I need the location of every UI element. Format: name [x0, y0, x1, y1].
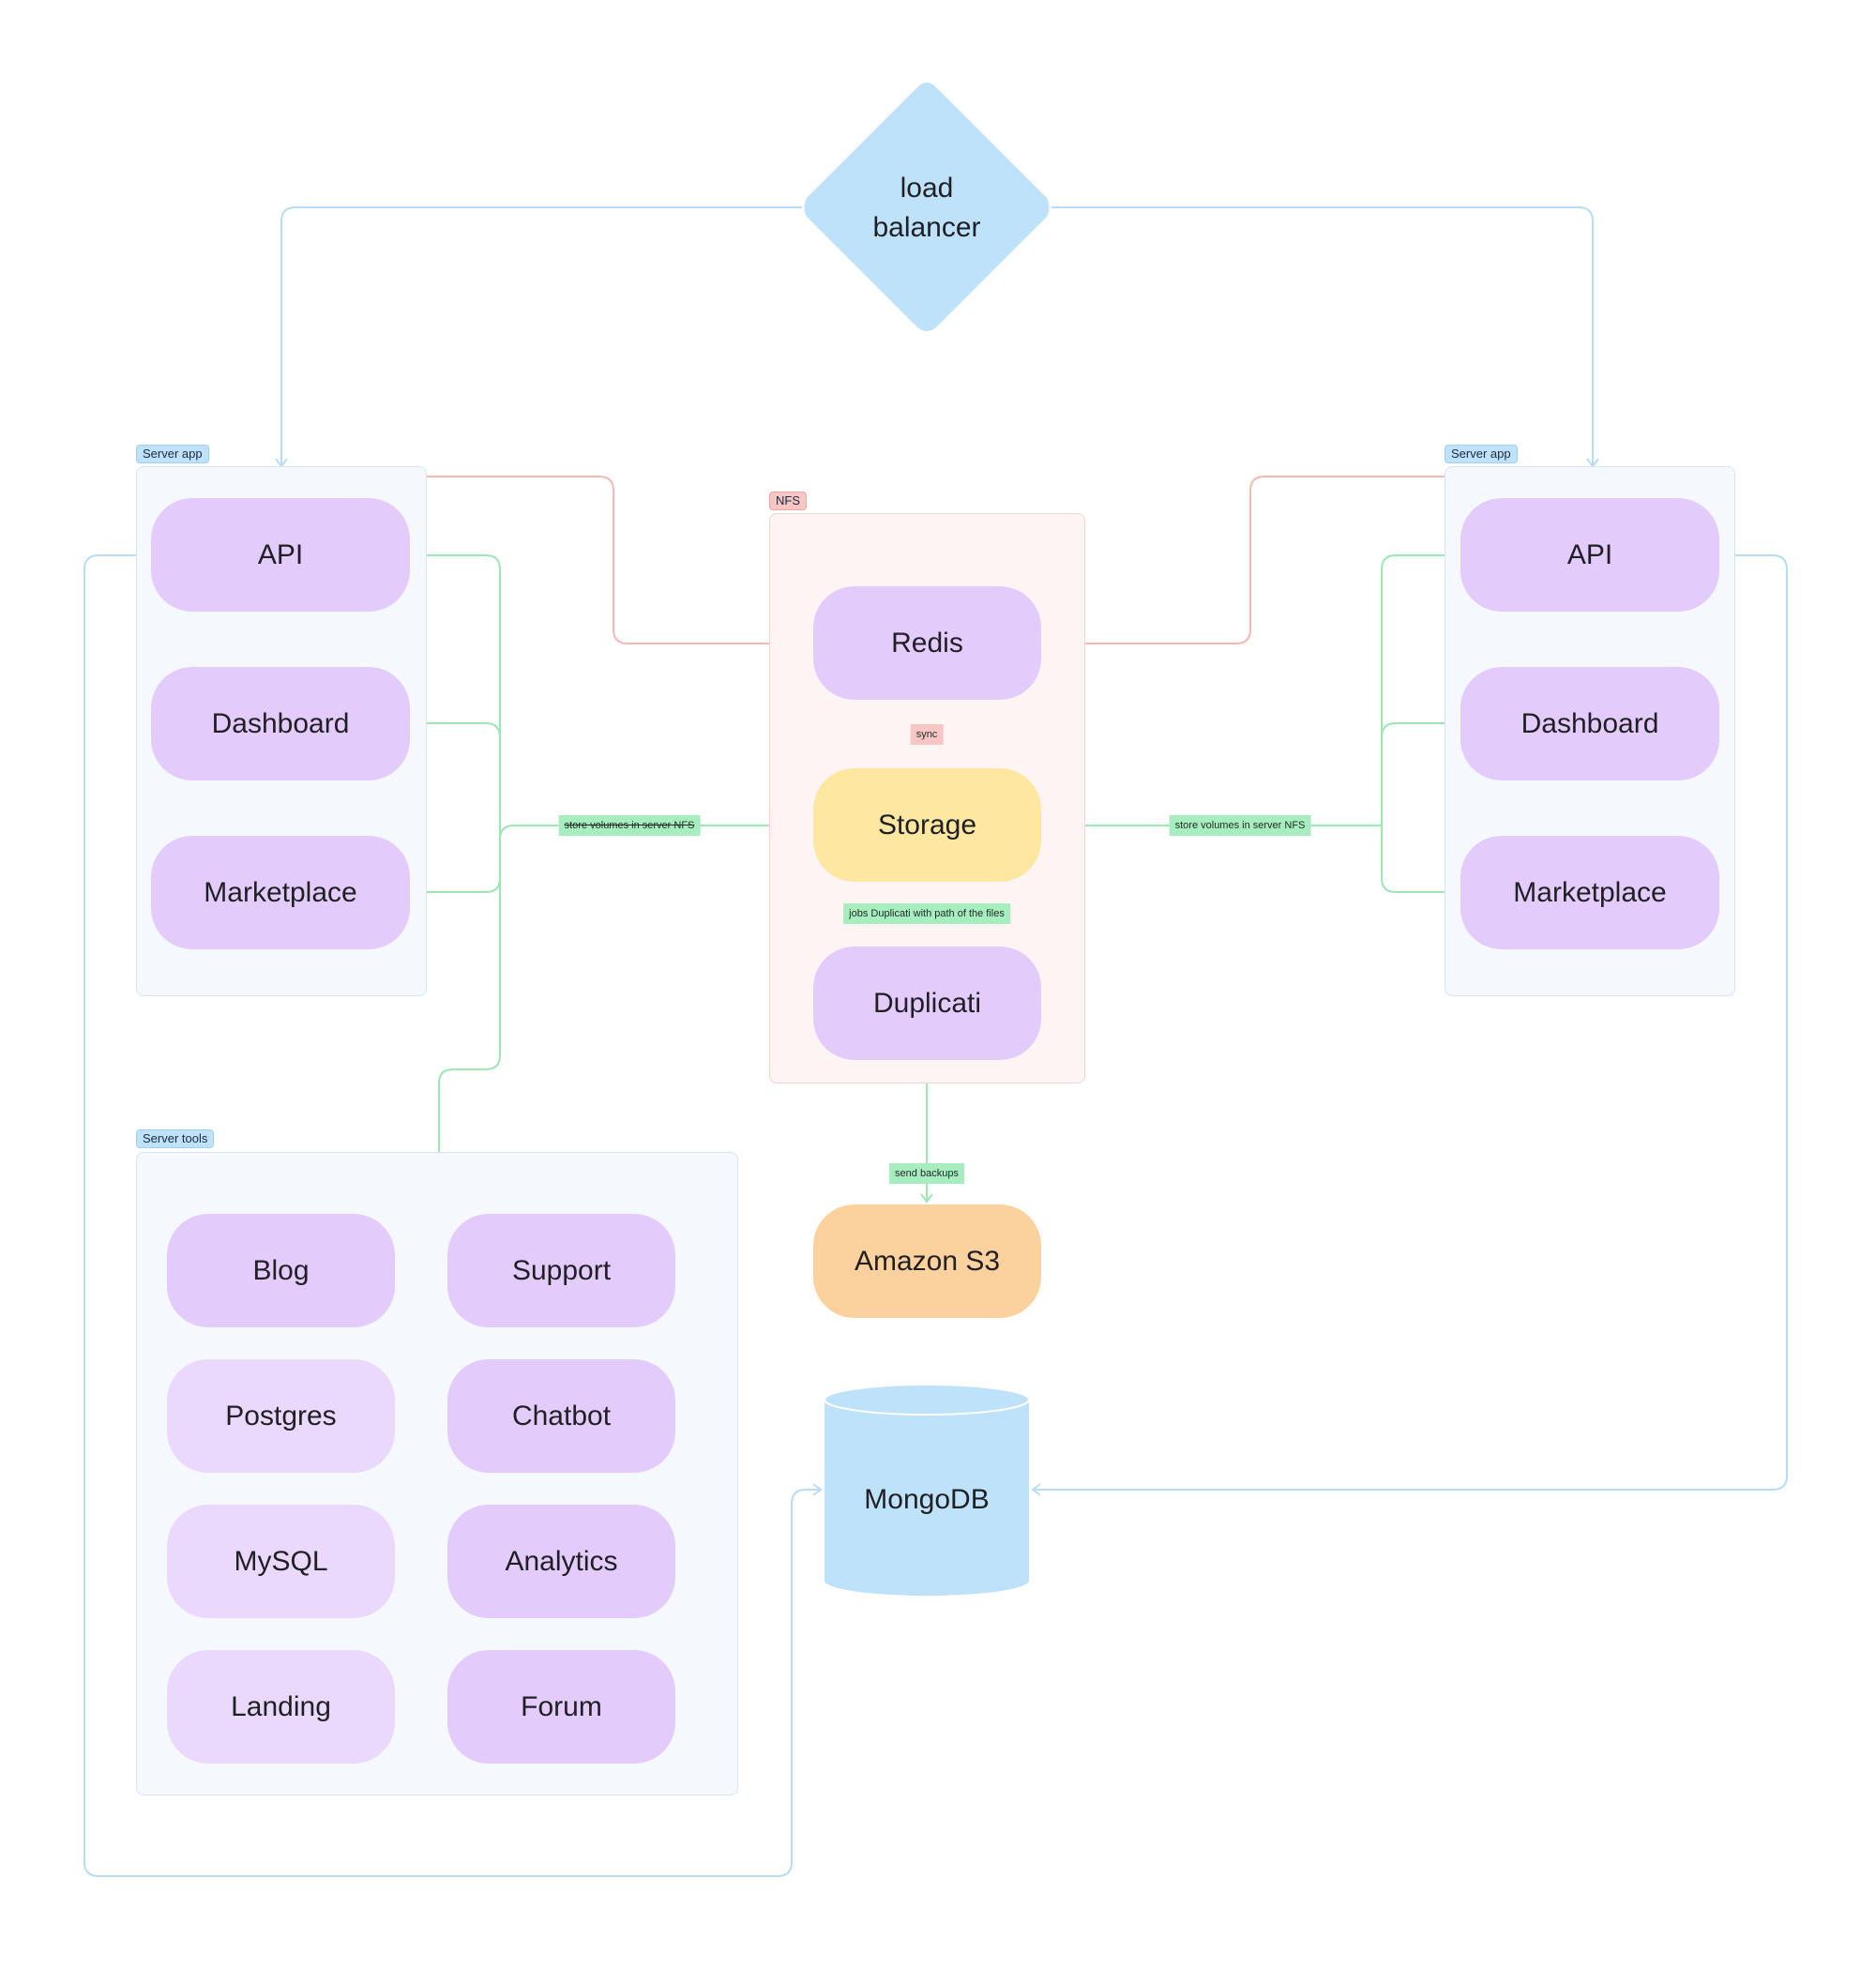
edge-label-send-backups: send backups: [889, 1163, 964, 1184]
mysql-node[interactable]: MySQL: [167, 1505, 395, 1618]
amazon-s3-node[interactable]: Amazon S3: [813, 1204, 1041, 1318]
edge-left-api-mongodb: [83, 554, 823, 1877]
chatbot-node[interactable]: Chatbot: [447, 1359, 675, 1473]
left-dashboard-node[interactable]: Dashboard: [151, 667, 410, 780]
mongodb-shape: [824, 1384, 1030, 1596]
edge-label-store-right: store volumes in server NFS: [1169, 815, 1311, 836]
server-tools-tag: Server tools: [136, 1129, 215, 1148]
edge-label-jobs: jobs Duplicati with path of the files: [843, 903, 1010, 924]
right-api-node[interactable]: API: [1460, 498, 1719, 612]
load-balancer-label-line2: balancer: [872, 212, 981, 243]
mongodb-node[interactable]: MongoDB: [864, 1484, 990, 1515]
support-node[interactable]: Support: [447, 1214, 675, 1327]
edge-label-sync: sync: [910, 724, 944, 745]
edge-left-bus-dashboard: [412, 717, 501, 738]
storage-node[interactable]: Storage: [813, 768, 1041, 882]
load-balancer-shape: [804, 83, 1050, 331]
right-server-tag: Server app: [1445, 445, 1518, 463]
nfs-tag: NFS: [769, 492, 807, 510]
analytics-node[interactable]: Analytics: [447, 1505, 675, 1618]
left-server-tag: Server app: [136, 445, 209, 463]
edge-tools-bus: [438, 840, 501, 1152]
forum-node[interactable]: Forum: [447, 1650, 675, 1764]
edge-left-bus-storage: [499, 819, 814, 841]
edge-lb-right: [1051, 206, 1599, 468]
right-dashboard-node[interactable]: Dashboard: [1460, 667, 1719, 780]
postgres-node[interactable]: Postgres: [167, 1359, 395, 1473]
landing-node[interactable]: Landing: [167, 1650, 395, 1764]
edge-right-bus-dashboard: [1381, 717, 1462, 738]
edge-lb-left: [275, 206, 802, 468]
edge-label-store-left: store volumes in server NFS: [558, 815, 701, 836]
left-api-node[interactable]: API: [151, 498, 410, 612]
redis-node[interactable]: Redis: [813, 586, 1041, 700]
load-balancer[interactable]: load balancer: [833, 169, 1021, 248]
edge-right-bus-api: [1381, 549, 1462, 825]
blog-node[interactable]: Blog: [167, 1214, 395, 1327]
right-marketplace-node[interactable]: Marketplace: [1460, 836, 1719, 949]
load-balancer-label-line1: load: [900, 173, 954, 204]
left-marketplace-node[interactable]: Marketplace: [151, 836, 410, 949]
edge-right-api-mongodb: [1031, 554, 1788, 1496]
edge-right-bus-marketplace: [1381, 825, 1462, 899]
edge-left-bus-api: [412, 549, 501, 825]
duplicati-node[interactable]: Duplicati: [813, 947, 1041, 1060]
